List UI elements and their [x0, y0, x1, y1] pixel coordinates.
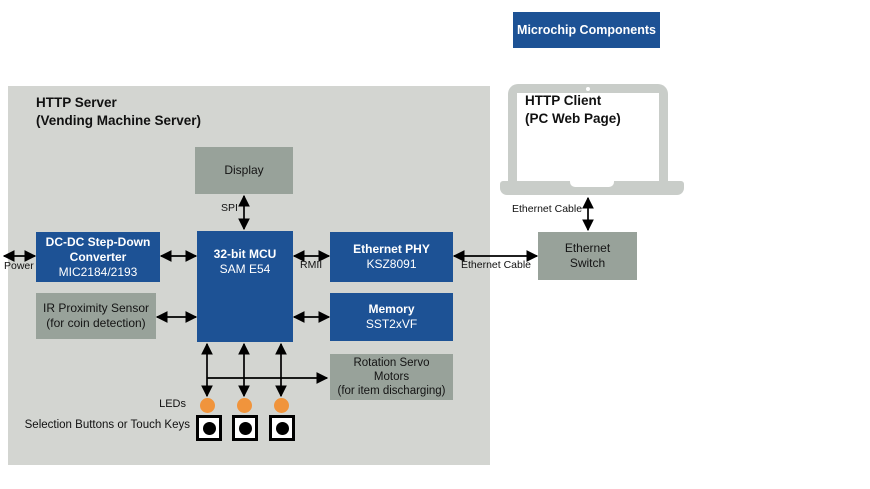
server-title-line1: HTTP Server [36, 95, 117, 110]
mcu-block: 32-bit MCU SAM E54 [197, 231, 293, 342]
laptop-icon [508, 84, 668, 184]
switch-line1: Ethernet [564, 241, 611, 255]
selection-button-1 [196, 415, 222, 441]
selection-button-2 [232, 415, 258, 441]
microchip-components-badge: Microchip Components [513, 12, 660, 48]
ir-line2: (for coin detection) [46, 316, 146, 330]
laptop-screen [517, 93, 659, 184]
rmii-label: RMII [300, 259, 323, 271]
client-title-line2: (PC Web Page) [525, 111, 621, 126]
mcu-part-number: SAM E54 [219, 262, 271, 276]
display-label: Display [224, 163, 264, 177]
dcdc-part-number: MIC2184/2193 [58, 264, 138, 279]
laptop-notch [570, 181, 614, 187]
servo-motors-block: Rotation Servo Motors (for item discharg… [330, 354, 453, 400]
ethernet-switch-block: Ethernet Switch [538, 232, 637, 280]
ethernet-cable-label-client-switch: Ethernet Cable [512, 203, 583, 215]
spi-label: SPI [221, 202, 238, 214]
ir-sensor-block: IR Proximity Sensor (for coin detection) [36, 293, 156, 339]
switch-line2: Switch [569, 256, 606, 270]
ethernet-cable-label-phy-switch: Ethernet Cable [460, 259, 532, 271]
ethernet-phy-block: Ethernet PHY KSZ8091 [330, 232, 453, 282]
memory-title: Memory [368, 302, 415, 316]
button-dot-icon [202, 421, 216, 435]
client-title-line1: HTTP Client [525, 93, 602, 108]
leds-label: LEDs [159, 398, 186, 410]
led-icon-2 [237, 398, 252, 413]
phy-part-number: KSZ8091 [366, 257, 417, 271]
mcu-title: 32-bit MCU [213, 247, 277, 261]
ir-line1: IR Proximity Sensor [42, 301, 150, 315]
http-client-title: HTTP Client (PC Web Page) [525, 92, 621, 128]
button-dot-icon [238, 421, 252, 435]
server-panel-title: HTTP Server (Vending Machine Server) [36, 94, 201, 130]
button-dot-icon [275, 421, 289, 435]
selection-button-3 [269, 415, 295, 441]
server-title-line2: (Vending Machine Server) [36, 113, 202, 128]
dcdc-converter-block: DC-DC Step-Down Converter MIC2184/2193 [36, 232, 160, 282]
dcdc-title-line2: Converter [69, 249, 127, 264]
dcdc-title-line1: DC-DC Step-Down [45, 234, 151, 249]
memory-part-number: SST2xVF [365, 317, 418, 331]
display-block: Display [195, 147, 293, 194]
memory-block: Memory SST2xVF [330, 293, 453, 341]
led-icon-1 [200, 398, 215, 413]
power-label: Power [4, 260, 34, 272]
servo-line1: Rotation Servo [353, 357, 430, 369]
servo-line3: (for item discharging) [337, 385, 446, 397]
badge-label: Microchip Components [517, 23, 656, 37]
laptop-camera-dot [586, 86, 590, 91]
selection-buttons-label: Selection Buttons or Touch Keys [24, 419, 190, 431]
laptop-base [500, 181, 684, 195]
servo-line2: Motors [373, 371, 410, 383]
phy-title: Ethernet PHY [353, 242, 430, 256]
led-icon-3 [274, 398, 289, 413]
